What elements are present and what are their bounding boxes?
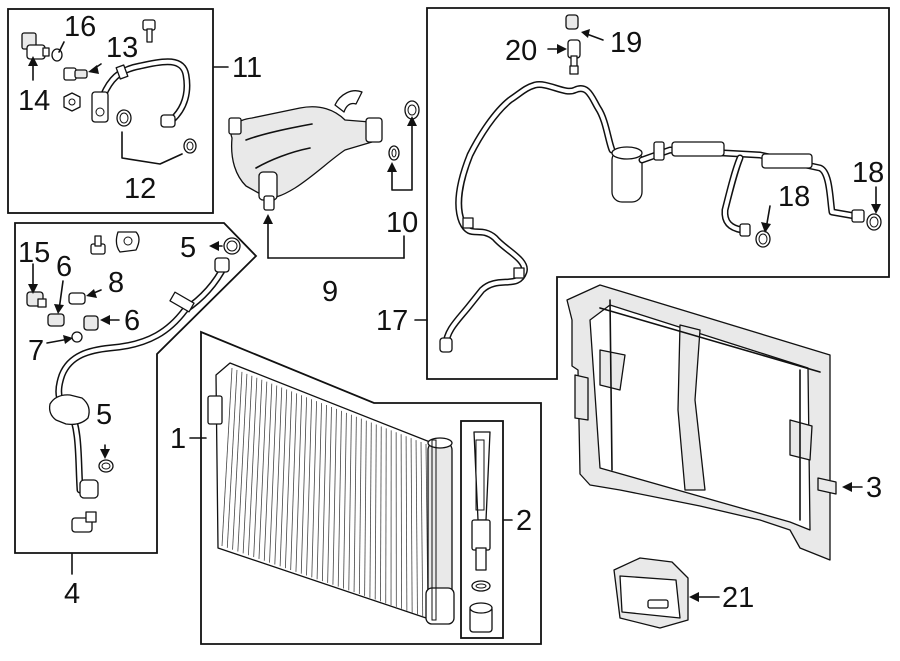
box-hose-assembly-4 — [14, 222, 258, 554]
hose-assembly-11 — [21, 19, 197, 165]
callout-5-lower: 5 — [96, 399, 112, 431]
valve-cap-19 — [565, 14, 579, 30]
hose-assembly-4 — [26, 231, 241, 533]
callout-19: 19 — [610, 27, 642, 59]
callout-2: 2 — [516, 505, 532, 537]
callout-11: 11 — [232, 52, 262, 84]
callout-21: 21 — [722, 582, 754, 614]
nut — [63, 92, 81, 112]
box-condenser-1 — [200, 330, 542, 645]
hose-assembly-9 — [228, 90, 420, 211]
callout-18-middle: 18 — [778, 181, 810, 213]
bracket — [115, 231, 140, 253]
callout-10: 10 — [386, 207, 418, 239]
bolt — [142, 19, 156, 43]
cap-8 — [68, 292, 86, 305]
callout-18-right: 18 — [852, 157, 884, 189]
callout-3: 3 — [866, 472, 882, 504]
callout-6-lower: 6 — [124, 305, 140, 337]
callout-5-upper: 5 — [180, 232, 196, 264]
box-drier-2 — [460, 420, 504, 639]
condenser-1 — [207, 362, 455, 625]
o-ring-7 — [71, 331, 83, 343]
valve-20 — [567, 39, 581, 59]
callout-1: 1 — [170, 423, 186, 455]
bolt-lower — [71, 511, 97, 533]
valve-6-upper — [47, 313, 65, 327]
box-hose-assembly-11 — [7, 8, 214, 214]
callout-4: 4 — [64, 578, 80, 610]
leader-lines — [28, 29, 881, 602]
callout-17: 17 — [376, 305, 408, 337]
o-ring-16 — [51, 48, 63, 62]
drier-element-2 — [469, 431, 493, 633]
callout-20: 20 — [505, 35, 537, 67]
callout-labels: 1 2 3 4 5 5 6 6 7 8 9 10 11 12 13 14 15 … — [18, 11, 884, 614]
valve-6-lower — [83, 315, 99, 331]
callout-6-upper: 6 — [56, 251, 72, 283]
callout-14: 14 — [18, 85, 50, 117]
callout-9: 9 — [322, 276, 338, 308]
callout-12: 12 — [124, 173, 156, 205]
part-21 — [613, 557, 689, 629]
callout-8: 8 — [108, 267, 124, 299]
bolt-upper — [90, 235, 106, 255]
radiator-support-3 — [566, 284, 837, 561]
callout-15: 15 — [18, 237, 50, 269]
ac-line-17 — [439, 14, 882, 353]
callout-7: 7 — [28, 335, 44, 367]
callout-13: 13 — [106, 32, 138, 64]
valve-13 — [63, 67, 88, 81]
box-ac-line-17 — [426, 7, 890, 380]
pressure-switch-14 — [21, 32, 50, 60]
muffler — [48, 394, 90, 426]
callout-16: 16 — [64, 11, 96, 43]
